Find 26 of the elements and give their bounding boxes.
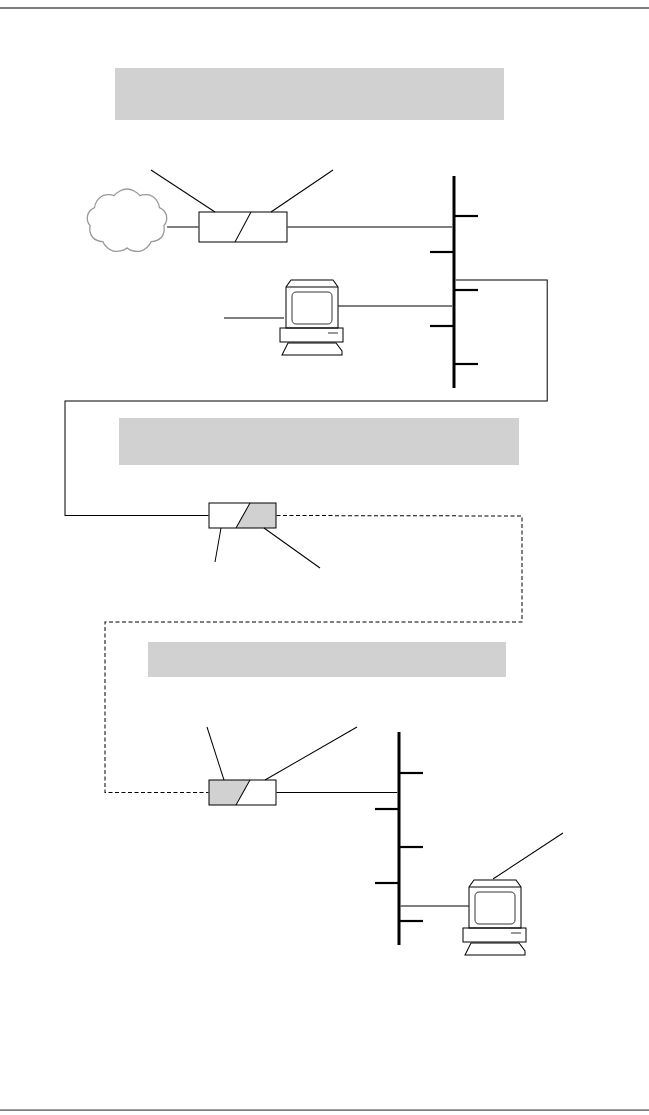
leader-line xyxy=(264,726,358,781)
connector-line xyxy=(64,279,548,516)
title-band xyxy=(148,642,506,677)
leader-line xyxy=(270,169,334,213)
connector-line xyxy=(166,226,199,228)
connector-line xyxy=(287,226,453,228)
network-device-box xyxy=(198,211,288,243)
title-band xyxy=(119,418,519,465)
leader-line xyxy=(263,527,321,569)
network-cloud xyxy=(86,188,168,253)
network-bus xyxy=(375,732,423,945)
connector-line xyxy=(400,905,470,907)
connector-line xyxy=(276,792,398,793)
title-band xyxy=(115,68,504,120)
leader-line xyxy=(206,726,225,781)
network-bus xyxy=(430,176,478,388)
connector-line xyxy=(337,305,453,307)
leader-line xyxy=(223,317,285,319)
network-device-box xyxy=(208,502,277,529)
computer-drawing xyxy=(279,279,344,356)
leader-line xyxy=(150,169,216,213)
leader-line xyxy=(492,832,564,880)
network-device-box xyxy=(208,779,277,806)
connector-line xyxy=(104,515,523,793)
leader-line xyxy=(214,527,222,563)
computer-drawing xyxy=(462,879,527,956)
